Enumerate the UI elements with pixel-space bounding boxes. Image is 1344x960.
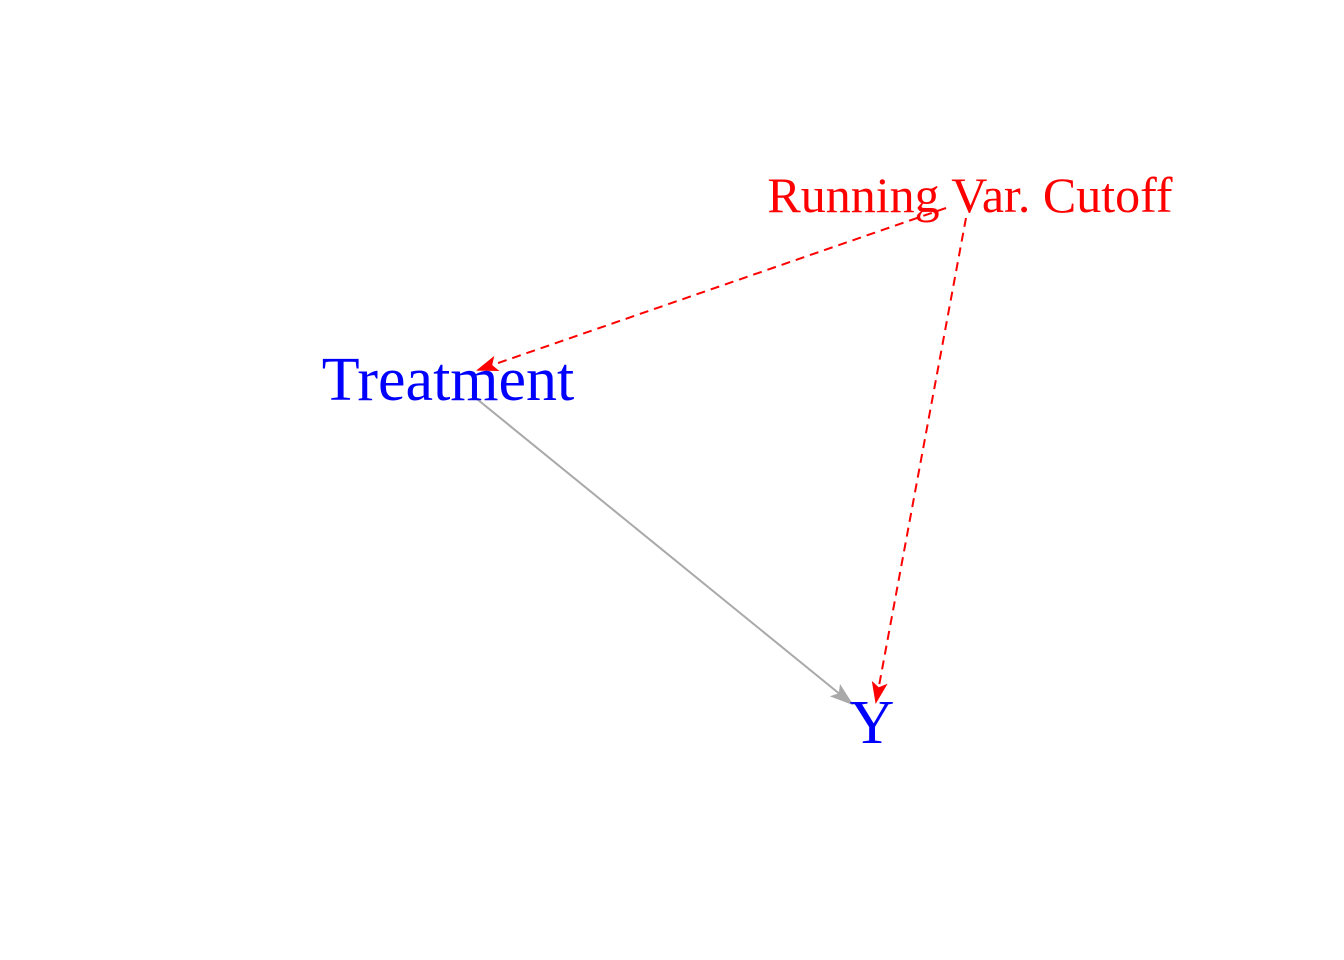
node-running-var-cutoff: Running Var. Cutoff [767, 167, 1172, 223]
node-y: Y [850, 689, 895, 757]
node-treatment: Treatment [322, 346, 575, 414]
edge-treatment-to-y [471, 394, 854, 706]
edge-cutoff-to-y [871, 217, 967, 704]
edge-cutoff-to-treatment [476, 207, 947, 372]
